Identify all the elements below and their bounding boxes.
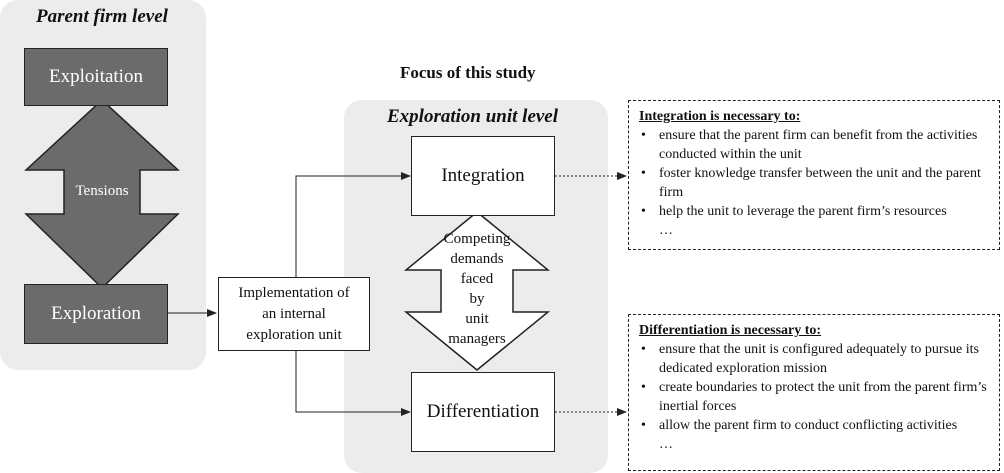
integration-box: Integration xyxy=(411,136,555,216)
implementation-box: Implementation of an internal exploratio… xyxy=(218,277,370,351)
list-item: allow the parent firm to conduct conflic… xyxy=(639,416,989,435)
implementation-line-3: exploration unit xyxy=(246,326,342,343)
focus-title: Focus of this study xyxy=(400,63,536,82)
competing-demands-double-arrow xyxy=(403,211,551,371)
integration-reasons-title: Integration is necessary to: xyxy=(639,109,801,124)
competing-demands-label: Competing demands faced by unit managers xyxy=(430,229,524,349)
differentiation-reasons-title: Differentiation is necessary to: xyxy=(639,323,822,338)
exploitation-label: Exploitation xyxy=(49,66,143,87)
integration-reasons-box: Integration is necessary to: ensure that… xyxy=(628,100,1000,250)
differentiation-ellipsis: … xyxy=(659,437,673,452)
competing-line-2: demands xyxy=(450,251,504,267)
list-item: ensure that the parent firm can benefit … xyxy=(639,126,989,164)
exploration-unit-heading: Exploration unit level xyxy=(387,106,559,127)
integration-ellipsis: … xyxy=(659,223,673,238)
list-item: foster knowledge transfer between the un… xyxy=(639,164,989,202)
competing-line-4: by xyxy=(469,291,485,307)
competing-line-1: Competing xyxy=(443,231,511,247)
exploration-label: Exploration xyxy=(51,303,141,324)
list-item: create boundaries to protect the unit fr… xyxy=(639,378,989,416)
differentiation-reasons-list: ensure that the unit is configured adequ… xyxy=(639,340,989,435)
integration-label: Integration xyxy=(441,165,525,186)
exploitation-box: Exploitation xyxy=(24,48,168,106)
integration-reasons-list: ensure that the parent firm can benefit … xyxy=(639,126,989,221)
competing-line-5: unit xyxy=(465,311,489,327)
differentiation-reasons-box: Differentiation is necessary to: ensure … xyxy=(628,314,1000,471)
exploration-box: Exploration xyxy=(24,284,168,344)
implementation-line-1: Implementation of xyxy=(238,284,350,301)
competing-line-3: faced xyxy=(460,271,494,287)
implementation-line-2: an internal xyxy=(262,305,326,322)
list-item: ensure that the unit is configured adequ… xyxy=(639,340,989,378)
differentiation-box: Differentiation xyxy=(411,372,555,452)
competing-line-6: managers xyxy=(448,331,506,347)
tensions-label: Tensions xyxy=(75,183,129,199)
parent-firm-heading: Parent firm level xyxy=(36,6,168,27)
list-item: help the unit to leverage the parent fir… xyxy=(639,202,989,221)
differentiation-label: Differentiation xyxy=(426,401,540,422)
